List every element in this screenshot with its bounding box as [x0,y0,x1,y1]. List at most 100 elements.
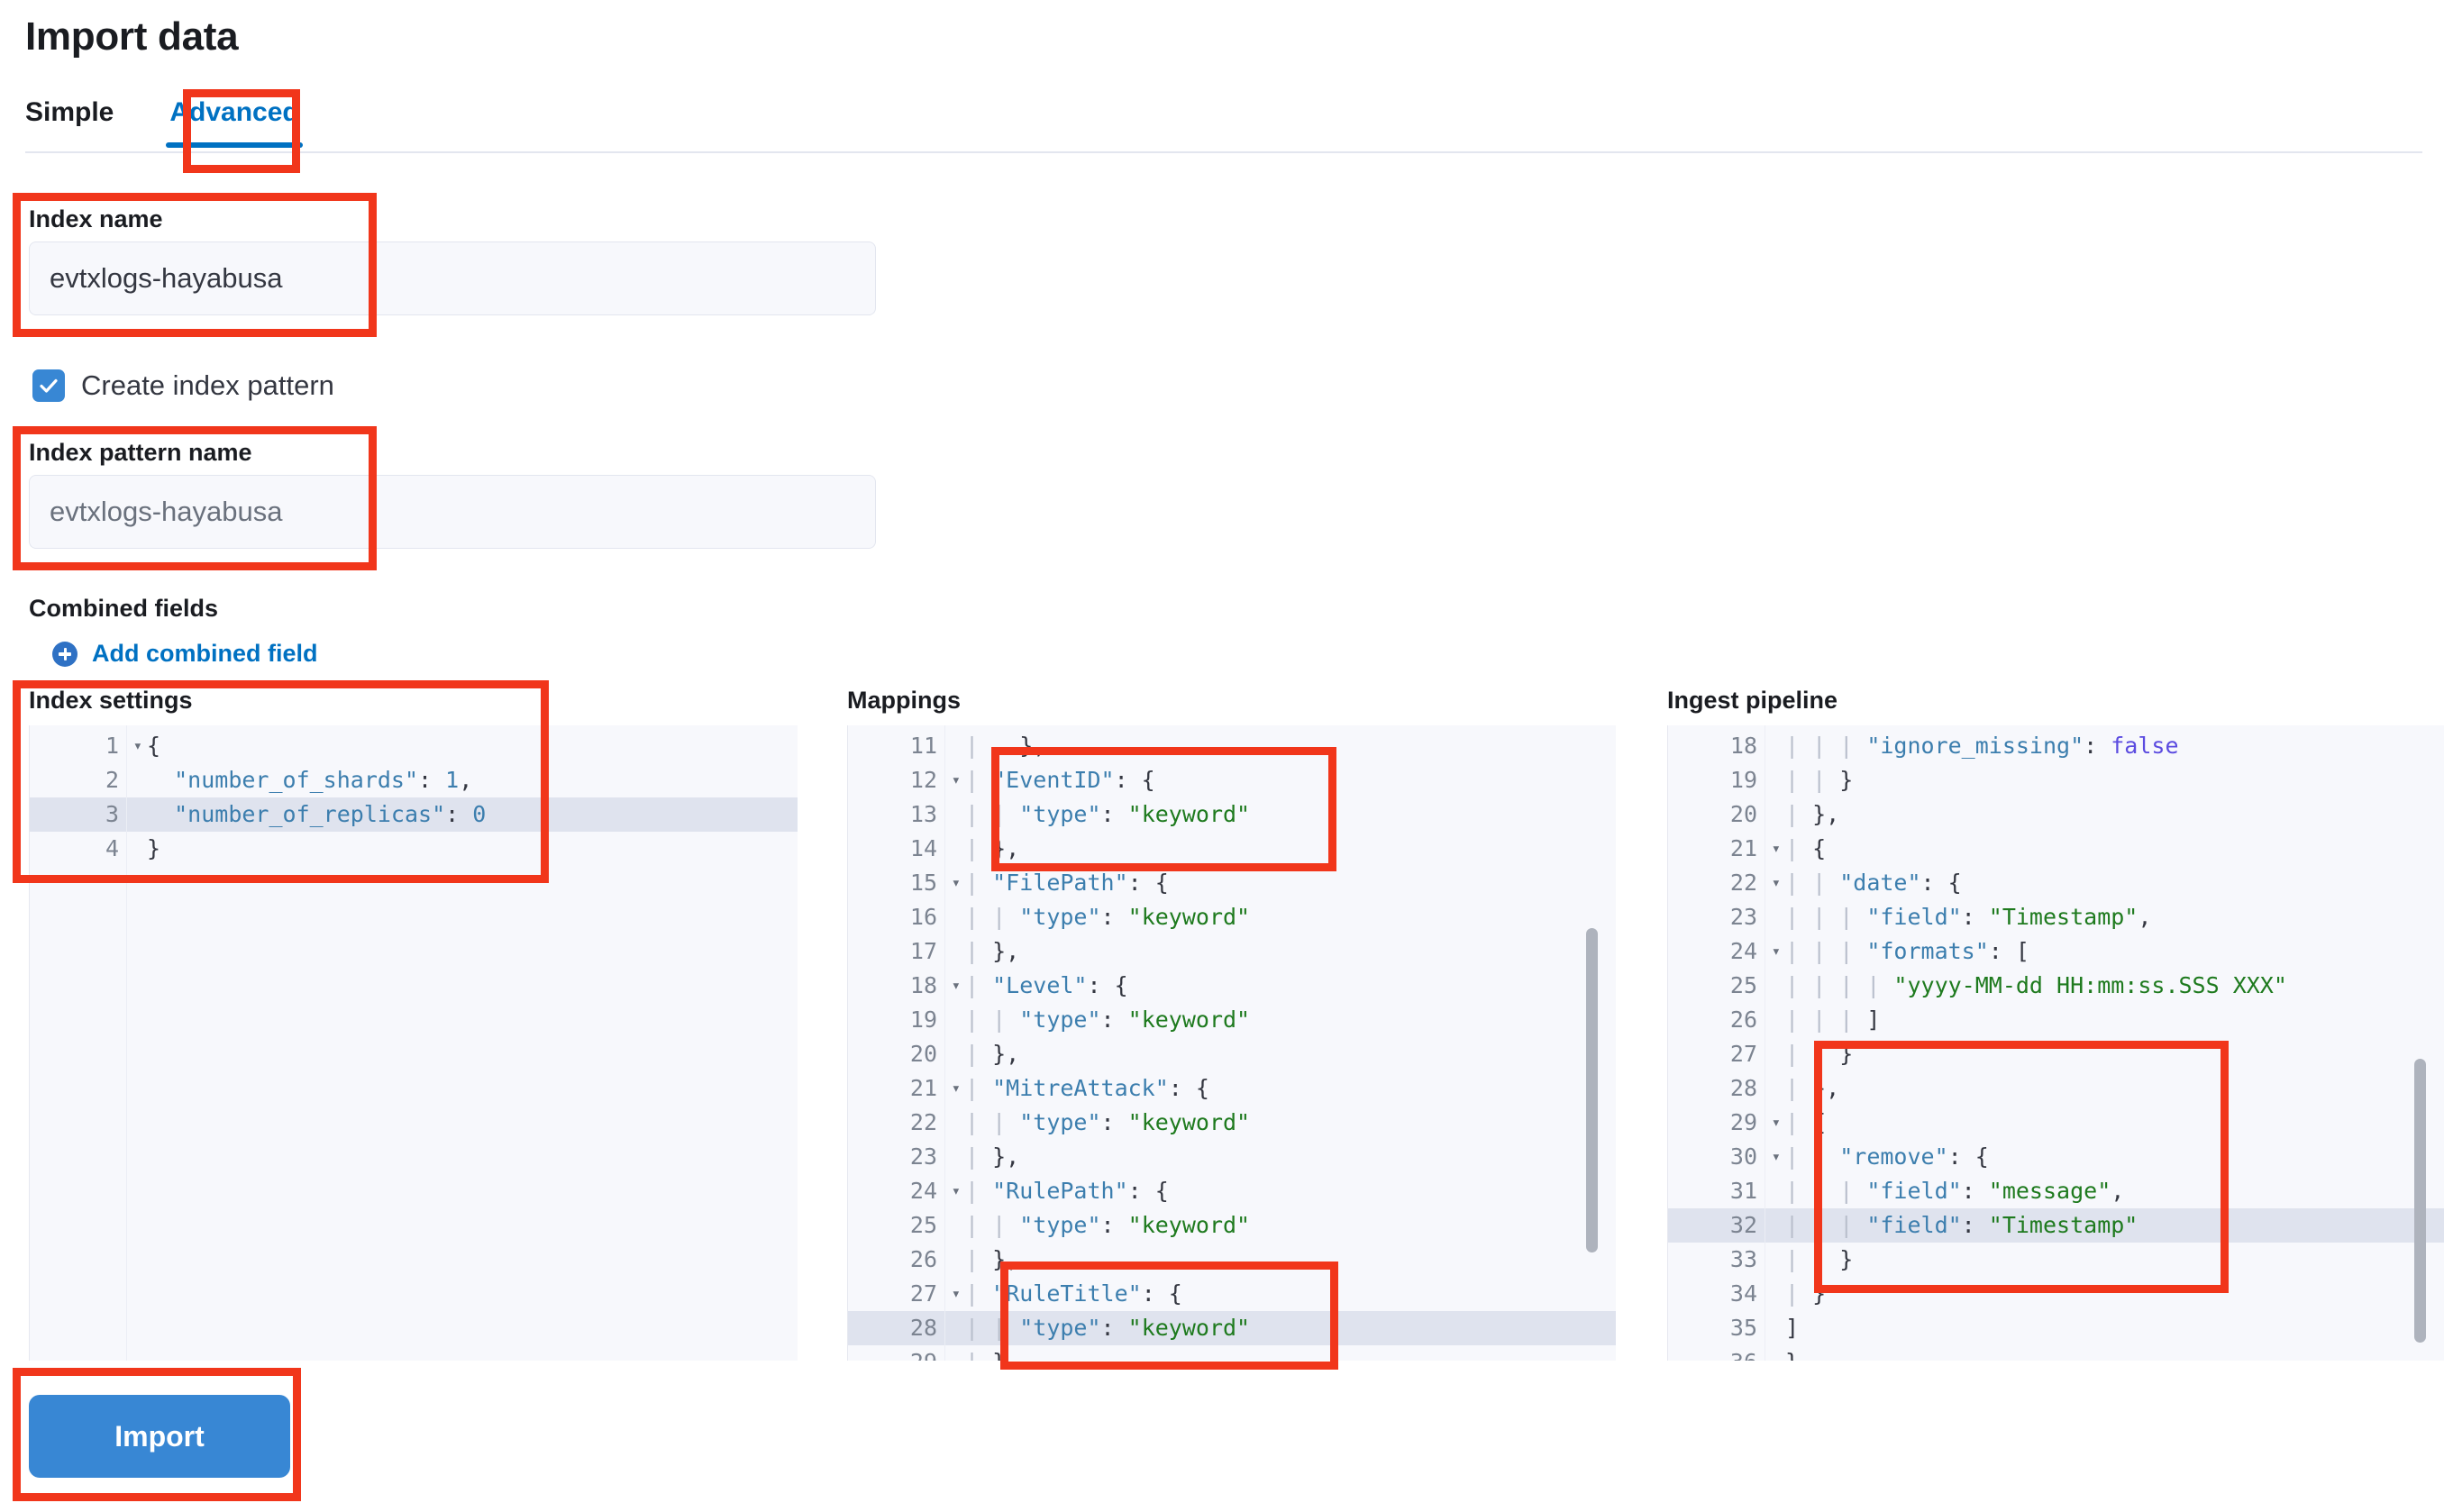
code-line: | { [1785,835,1827,861]
code-line: | | | "formats": [ [1785,938,2029,964]
ingest-pipeline-code[interactable]: | | | "ignore_missing": false | | } | }, | … [1765,725,2444,1361]
line-number: 19 [1729,767,1757,793]
code-line: | }, [965,1041,1020,1067]
fold-triangle-icon[interactable]: ▾ [951,771,961,789]
ingest-pipeline-title: Ingest pipeline [1667,687,1838,714]
code-line: } [1785,1345,2444,1361]
fold-triangle-icon[interactable]: ▾ [1771,840,1781,858]
checkbox-checked-icon [32,369,65,402]
code-line: | "RulePath": { [965,1178,1169,1204]
line-number: 28 [1729,1075,1757,1101]
line-number: 13 [909,801,937,827]
fold-triangle-icon[interactable]: ▾ [1771,1114,1781,1132]
line-number: 21▾ [1668,832,1781,866]
line-number: 27▾ [848,1277,961,1311]
line-number: 17 [909,938,937,964]
create-index-pattern-label: Create index pattern [81,369,334,401]
fold-triangle-icon[interactable]: ▾ [951,1285,961,1303]
tab-advanced[interactable]: Advanced [155,94,313,148]
fold-triangle-icon[interactable]: ▾ [951,874,961,892]
fold-triangle-icon[interactable]: ▾ [951,1182,961,1200]
code-line: | | "type": "keyword" [965,1212,1251,1238]
line-number: 3 [30,797,126,832]
line-number: 19 [909,1006,937,1033]
line-number: 25 [1729,972,1757,998]
create-index-pattern-checkbox[interactable]: Create index pattern [32,369,334,402]
fold-triangle-icon[interactable]: ▾ [1771,1148,1781,1166]
code-line: | }, [1785,1075,1840,1101]
add-combined-field-label: Add combined field [92,640,318,667]
line-number: 18 [1729,733,1757,759]
add-combined-field-button[interactable]: Add combined field [52,640,318,668]
index-settings-editor[interactable]: 1▾ 2 3 4 { "number_of_shards": 1, "number_of… [29,725,798,1361]
line-number: 4 [105,835,119,861]
code-line: | "MitreAttack": { [965,1075,1209,1101]
code-line: { [147,733,161,759]
code-line: | | "type": "keyword" [965,904,1251,930]
tab-bar: Simple Advanced [25,94,2422,153]
line-number: 15▾ [848,866,961,900]
code-line: | | } [1785,1041,1854,1067]
index-pattern-name-label: Index pattern name [29,439,252,466]
tab-simple[interactable]: Simple [25,94,155,148]
code-line: | "RuleTitle": { [965,1280,1182,1307]
code-line: | }, [965,1345,1616,1361]
code-line: | | | "field": "Timestamp" [1765,1208,2444,1243]
fold-triangle-icon[interactable]: ▾ [1771,874,1781,892]
code-line: ] [1785,1315,1800,1341]
line-number: 24▾ [1668,934,1781,969]
line-number: 20 [1729,801,1757,827]
code-line: | | "type": "keyword" [965,1006,1251,1033]
line-number: 21▾ [848,1071,961,1106]
line-number: 32 [1668,1208,1765,1243]
line-number: 29▾ [1668,1106,1781,1140]
code-line: | }, [965,1246,1020,1272]
fold-triangle-icon[interactable]: ▾ [1771,943,1781,961]
line-number: 12▾ [848,763,961,797]
line-number: 2 [105,767,119,793]
code-line: "number_of_replicas": 0 [127,797,798,832]
page-title: Import data [25,14,239,59]
index-name-label: Index name [29,205,163,232]
code-line: } [147,835,161,861]
mappings-title: Mappings [847,687,961,714]
line-number: 35 [1729,1315,1757,1341]
line-number: 26 [909,1246,937,1272]
index-pattern-name-input[interactable]: evtxlogs-hayabusa [29,475,876,549]
import-button[interactable]: Import [29,1395,290,1478]
line-number: 11 [909,733,937,759]
fold-triangle-icon[interactable]: ▾ [132,737,142,755]
line-number: 36 [1668,1345,1765,1361]
code-line: | "Level": { [965,972,1128,998]
line-number: 31 [1729,1178,1757,1204]
ingest-pipeline-scrollbar[interactable] [2414,1059,2426,1343]
line-number: 28 [848,1311,944,1345]
code-line: "number_of_shards": 1, [174,767,473,793]
mappings-scrollbar[interactable] [1586,928,1598,1252]
line-number: 29 [848,1345,944,1361]
mappings-code[interactable]: | },| "EventID": {| | "type": "keyword"|… [945,725,1616,1361]
code-line: | | } [1785,1246,1854,1272]
line-number: 34 [1729,1280,1757,1307]
index-settings-gutter: 1▾ 2 3 4 [30,725,142,1361]
fold-triangle-icon[interactable]: ▾ [951,977,961,995]
line-number: 23 [909,1143,937,1170]
plus-circle-icon [52,641,78,667]
fold-triangle-icon[interactable]: ▾ [951,1079,961,1098]
code-line: | | | "ignore_missing": false [1785,733,2179,759]
code-line: | | "remove": { [1785,1143,1989,1170]
line-number: 18▾ [848,969,961,1003]
line-number: 22 [909,1109,937,1135]
line-number: 20 [909,1041,937,1067]
index-name-input[interactable]: evtxlogs-hayabusa [29,241,876,315]
code-line: | | | "field": "message", [1785,1178,2125,1204]
line-number: 1▾ [30,729,142,763]
line-number: 14 [909,835,937,861]
index-settings-code[interactable]: { "number_of_shards": 1, "number_of_repl… [127,725,798,1361]
line-number: 27 [1729,1041,1757,1067]
